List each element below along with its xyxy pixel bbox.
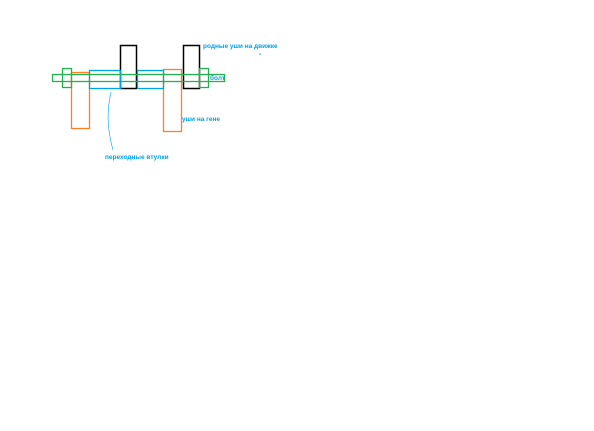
label-generator-ears: уши на гене: [182, 116, 220, 123]
stray-dot: [259, 53, 261, 55]
label-native-ears: родные уши на движке: [203, 43, 278, 50]
bolt-head: [61, 67, 73, 89]
label-bushings: переходные втулки: [105, 154, 169, 161]
bolt-nut: [198, 67, 210, 89]
bolt-shaft: [51, 73, 226, 83]
native-ear-left: [119, 44, 138, 90]
bushing-right: [136, 69, 165, 90]
bushings-pointer-line: [107, 91, 114, 151]
bushing-left: [88, 69, 122, 90]
label-bolt: болт: [210, 74, 225, 82]
generator-ear-right: [162, 68, 183, 133]
generator-ear-left: [70, 71, 91, 130]
native-ear-right: [182, 44, 201, 90]
